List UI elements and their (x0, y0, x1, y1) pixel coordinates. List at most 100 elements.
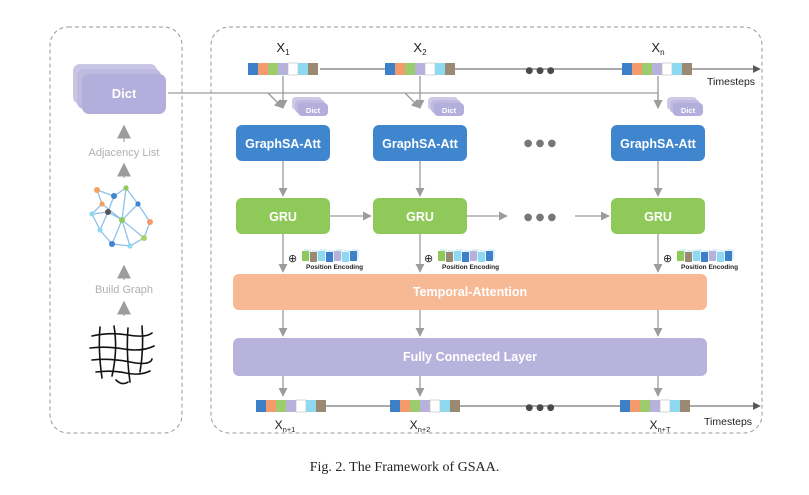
encoding-cell (438, 251, 445, 261)
dict-to-gsa1 (267, 92, 284, 109)
encoding-cell (326, 252, 333, 262)
sequence-cell (652, 63, 662, 75)
dict-label: Dict (112, 86, 137, 101)
encoding-cell (486, 251, 493, 261)
left-panel-frame (49, 26, 183, 434)
sequence-cell (632, 63, 642, 75)
main-panel-frame (210, 26, 763, 434)
gru-block-1: GRU (236, 198, 330, 234)
sequence-cell (276, 400, 286, 412)
graph-icon (89, 185, 153, 249)
encoding-cell (350, 251, 357, 261)
position-encoding-n: ⊕ Position Encoding (663, 249, 738, 271)
encoding-cell (725, 251, 732, 261)
sequence-cell (450, 400, 460, 412)
encoding-cell (318, 251, 325, 261)
gsa-block-1: GraphSA-Att (236, 125, 330, 161)
dict-stack: Dict (73, 64, 166, 114)
input-seq-n (622, 62, 692, 76)
small-dict-2: Dict (428, 97, 464, 116)
sequence-cell (672, 63, 682, 75)
sequence-cell (268, 63, 278, 75)
input-sequences (248, 62, 692, 76)
sequence-cell (405, 63, 415, 75)
sequence-cell (306, 400, 316, 412)
sequence-cell (640, 400, 650, 412)
sequence-cell (400, 400, 410, 412)
sequence-cell (278, 63, 288, 75)
small-dict-1: Dict (292, 97, 328, 116)
concat-symbol: ⊕ (663, 252, 672, 265)
gru-label-n: GRU (644, 210, 672, 224)
sequence-cell (661, 62, 673, 76)
sequence-cell (650, 400, 660, 412)
position-encoding-1: ⊕ Position Encoding (288, 249, 363, 271)
sequence-cell (258, 63, 268, 75)
encoding-cell (701, 252, 708, 262)
sequence-cell (308, 63, 318, 75)
encoding-cell (302, 251, 309, 261)
gsa-block-2: GraphSA-Att (373, 125, 467, 161)
gru-block-2: GRU (373, 198, 467, 234)
sequence-cell (445, 63, 455, 75)
gru-ellipsis: ● ● ● (524, 212, 557, 223)
output-ellipsis: ● ● ● (525, 403, 554, 413)
encoding-cell (454, 251, 461, 261)
output-timesteps-label: Timesteps (704, 416, 752, 428)
sequence-cell (256, 400, 266, 412)
sequence-cell (435, 63, 445, 75)
temporal-attention-block: Temporal-Attention (233, 274, 707, 310)
sequence-cell (622, 63, 632, 75)
position-encoding-label: Position Encoding (306, 264, 363, 271)
encoding-cell (478, 252, 485, 262)
gsa-label-1: GraphSA-Att (245, 137, 322, 151)
sequence-cell (295, 399, 307, 413)
road-network-icon (89, 325, 155, 385)
output-seq-n (620, 399, 690, 413)
output-seq-2 (390, 399, 460, 413)
sequence-cell (670, 400, 680, 412)
output-label-2: Xn+2 (410, 418, 431, 434)
sequence-cell (410, 400, 420, 412)
sequence-cell (659, 399, 671, 413)
position-encoding-label: Position Encoding (681, 264, 738, 271)
concat-symbol: ⊕ (424, 252, 433, 265)
figure-caption: Fig. 2. The Framework of GSAA. (309, 460, 500, 475)
sequence-cell (630, 400, 640, 412)
sequence-cell (415, 63, 425, 75)
dict-to-gsa2 (404, 92, 421, 109)
sequence-cell (248, 63, 258, 75)
sequence-cell (680, 400, 690, 412)
gru-label-1: GRU (269, 210, 297, 224)
input-seq-2 (385, 62, 455, 76)
gru-block-n: GRU (611, 198, 705, 234)
sequence-cell (395, 63, 405, 75)
small-dict-label: Dict (442, 106, 457, 115)
gru-label-2: GRU (406, 210, 434, 224)
encoding-cell (342, 252, 349, 262)
gsa-label-2: GraphSA-Att (382, 137, 459, 151)
concat-symbol: ⊕ (288, 252, 297, 265)
temporal-attention-label: Temporal-Attention (413, 285, 527, 299)
encoding-cell (677, 251, 684, 261)
sequence-cell (620, 400, 630, 412)
small-dicts: Dict Dict Dict (292, 97, 703, 116)
position-encodings: ⊕Position Encoding⊕Position Encoding⊕Pos… (288, 249, 738, 271)
sequence-cell (642, 63, 652, 75)
encoding-cell (693, 251, 700, 261)
output-label-1: Xn+1 (275, 418, 296, 434)
sequence-cell (316, 400, 326, 412)
fully-connected-block: Fully Connected Layer (233, 338, 707, 376)
gsa-block-n: GraphSA-Att (611, 125, 705, 161)
output-sequences (256, 399, 690, 413)
encoding-cell (462, 252, 469, 262)
sequence-cell (286, 400, 296, 412)
sequence-cell (287, 62, 299, 76)
output-label-n: Xn+T (649, 418, 670, 434)
fully-connected-label: Fully Connected Layer (403, 350, 537, 364)
small-dict-label: Dict (681, 106, 696, 115)
encoding-cell (446, 252, 453, 262)
small-dict-label: Dict (306, 106, 321, 115)
